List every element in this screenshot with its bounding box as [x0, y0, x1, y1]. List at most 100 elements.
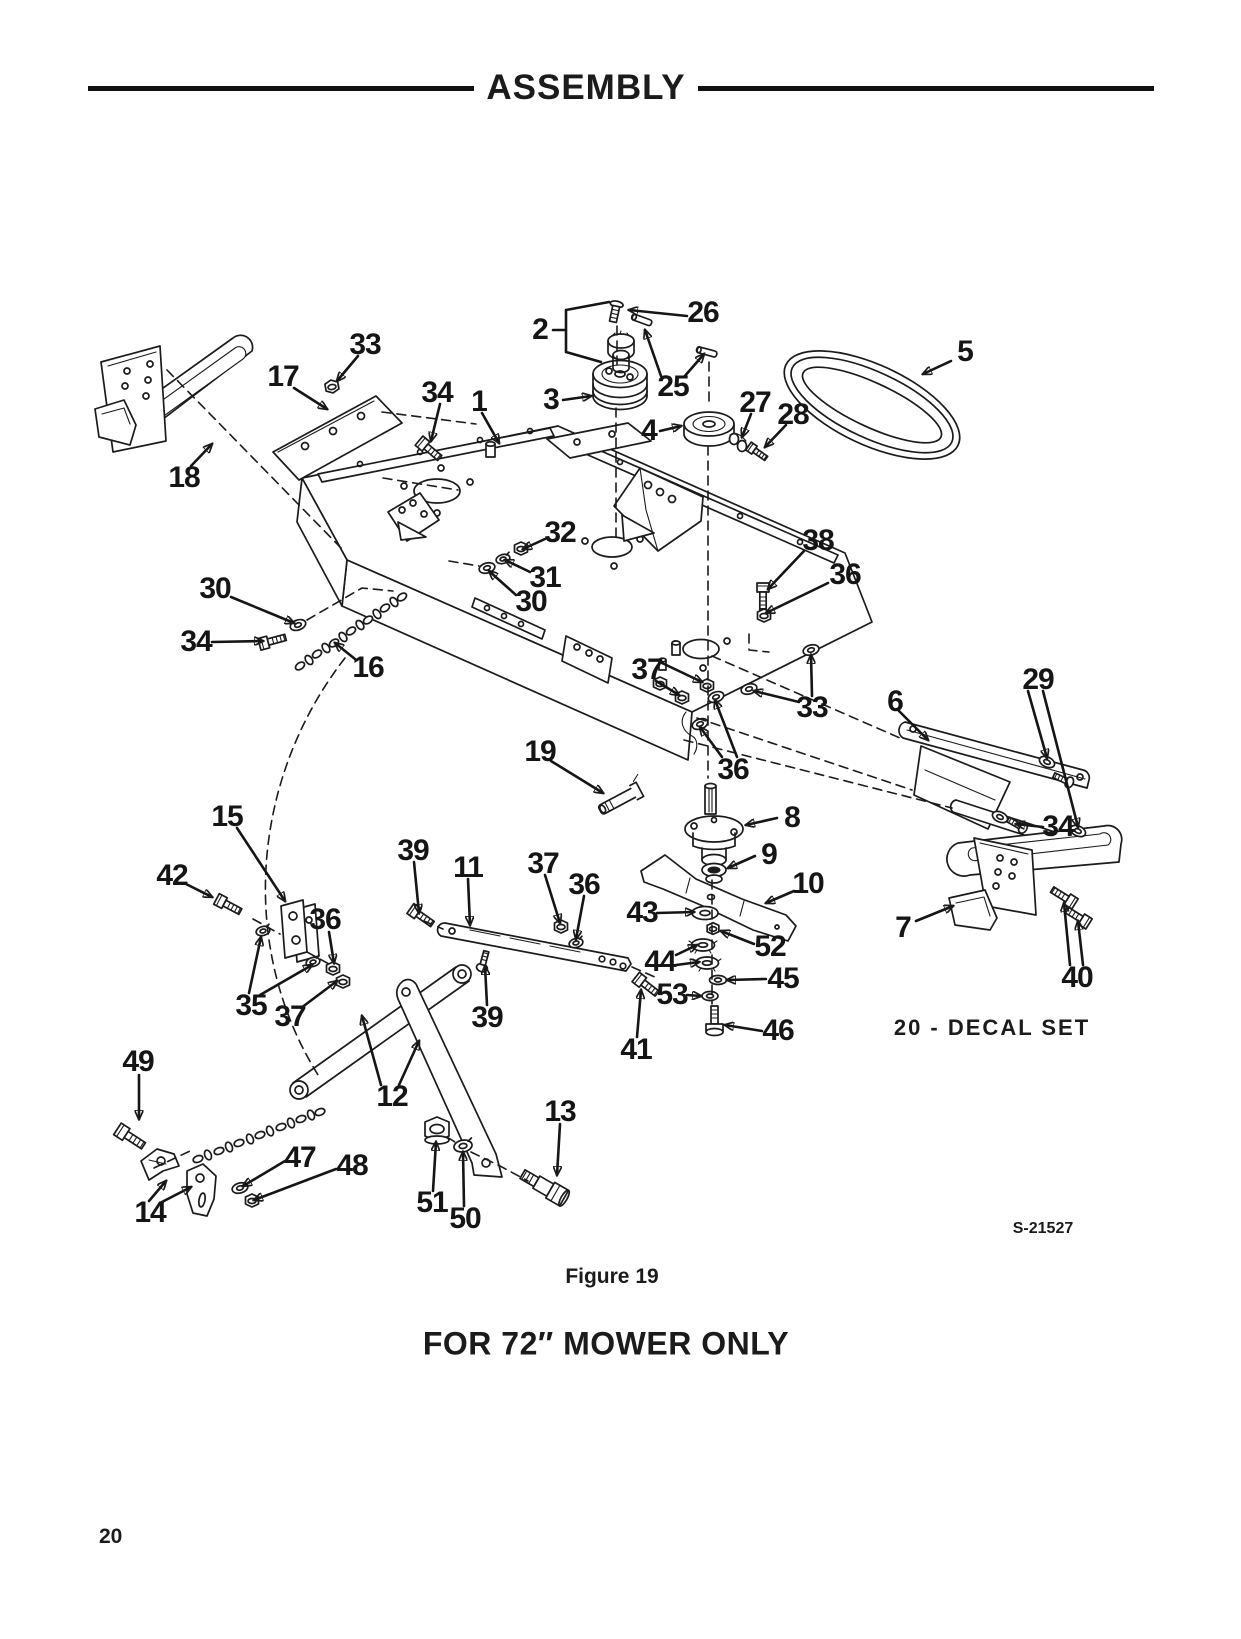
- leader-arrow: [684, 354, 704, 377]
- page-number: 20: [99, 1525, 123, 1548]
- deck-housing: [297, 423, 872, 760]
- leader-arrow: [700, 727, 722, 757]
- leader-arrow: [1064, 903, 1070, 965]
- header-title: ASSEMBLY: [486, 68, 686, 107]
- lift-strap: [290, 965, 471, 1099]
- hex-bolt: [212, 892, 245, 918]
- lift-chain: [191, 1106, 327, 1165]
- leader-arrow: [1016, 824, 1043, 827]
- leader-arrow: [637, 990, 641, 1037]
- clevis-pin: [594, 775, 648, 818]
- header-rule-left: [88, 86, 474, 91]
- leader-arrow: [399, 1041, 419, 1085]
- leader-arrow: [1078, 921, 1083, 965]
- header-rule-right: [698, 86, 1154, 91]
- leader-arrow: [254, 1169, 336, 1200]
- leader-arrow: [557, 1124, 560, 1175]
- figure-subtitle: FOR 72″ MOWER ONLY: [422, 1325, 790, 1362]
- leader-arrow: [1043, 691, 1078, 827]
- leader-arrow: [742, 414, 751, 437]
- leader-arrow: [545, 875, 560, 923]
- cap-screw: [607, 300, 624, 323]
- leader-arrow: [184, 883, 212, 897]
- leader-arrow: [329, 932, 334, 963]
- leader-arrow: [523, 539, 545, 549]
- hex-nut: [244, 1193, 260, 1208]
- lift-arm: [397, 980, 502, 1177]
- leader-arrow: [335, 643, 355, 659]
- leader-arrow: [212, 641, 263, 642]
- blade-bearing: [702, 864, 726, 884]
- baffle-plate: [273, 396, 402, 480]
- leader-arrow: [725, 1025, 762, 1031]
- leader-arrow: [676, 945, 697, 955]
- belt-guide-clip: [730, 433, 747, 451]
- leader-arrow: [160, 1187, 191, 1203]
- leader-arrow: [505, 560, 530, 572]
- roll-pin: [695, 345, 719, 359]
- leader-arrow: [260, 965, 312, 995]
- leader-arrow: [414, 862, 419, 913]
- stabilizer-rod: [438, 923, 631, 971]
- leader-arrow: [629, 310, 687, 316]
- hex-bolt: [112, 1122, 149, 1153]
- mower-blade: [641, 855, 796, 941]
- spindle-pulley: [593, 361, 647, 410]
- leader-arrow: [765, 425, 786, 447]
- leader-arrow: [468, 879, 470, 925]
- leader-arrow: [728, 856, 755, 868]
- leader-arrow: [485, 966, 487, 1005]
- spindle-assembly: [685, 784, 743, 866]
- blade-bolt-stack: [688, 907, 727, 1036]
- shoulder-bolt-13: [518, 1166, 571, 1207]
- leader-arrow: [754, 691, 799, 702]
- roll-pin: [630, 312, 654, 328]
- leader-arrow: [899, 711, 928, 740]
- leader-arrow: [657, 912, 694, 913]
- decal-set-note: 20 - DECAL SET: [893, 1015, 1091, 1040]
- hex-bolt: [406, 902, 437, 930]
- hanger-bracket: [281, 900, 319, 962]
- leader-arrow: [431, 404, 440, 441]
- drive-belt: [769, 329, 975, 482]
- leader-arrow: [337, 356, 358, 381]
- hex-nut: [335, 974, 351, 989]
- leader-arrow: [243, 1161, 285, 1186]
- leader-arrow: [1028, 691, 1047, 758]
- leader-arrow: [149, 1181, 166, 1201]
- leader-arrow: [656, 681, 679, 695]
- leader-arrows: [139, 310, 1083, 1206]
- hex-bolt: [631, 971, 662, 1000]
- leader-arrow: [662, 663, 702, 682]
- bellcrank-levers: [141, 1149, 216, 1216]
- leader-arrow: [811, 655, 812, 696]
- leader-arrow: [362, 1016, 381, 1085]
- leader-arrow: [433, 1142, 436, 1191]
- idler-lock-nut: [425, 1117, 449, 1144]
- leader-arrow: [563, 396, 591, 400]
- leader-arrow: [766, 583, 828, 613]
- leader-arrow: [766, 891, 794, 903]
- left-skid-assembly: [95, 335, 253, 452]
- leader-arrow: [746, 818, 777, 825]
- leader-arrow: [249, 937, 261, 993]
- leader-arrow: [916, 906, 953, 921]
- leader-arrow: [489, 571, 516, 595]
- leader-arrow: [721, 931, 754, 944]
- leader-arrow: [231, 597, 294, 623]
- cap-screw: [474, 949, 493, 974]
- leader-arrow: [687, 995, 701, 996]
- leader-arrow: [715, 700, 737, 757]
- lock-washer: [254, 923, 273, 939]
- flat-washer: [287, 616, 309, 634]
- leader-arrow: [551, 761, 603, 793]
- idler-pulley: [684, 412, 734, 446]
- drawing-number: S-21527: [1012, 1220, 1074, 1237]
- leader-arrow: [576, 896, 584, 939]
- pulley-nut-group: [553, 300, 719, 373]
- leader-arrow: [237, 828, 285, 901]
- page-header: ASSEMBLY: [0, 62, 1241, 112]
- leader-arrow: [463, 1152, 464, 1206]
